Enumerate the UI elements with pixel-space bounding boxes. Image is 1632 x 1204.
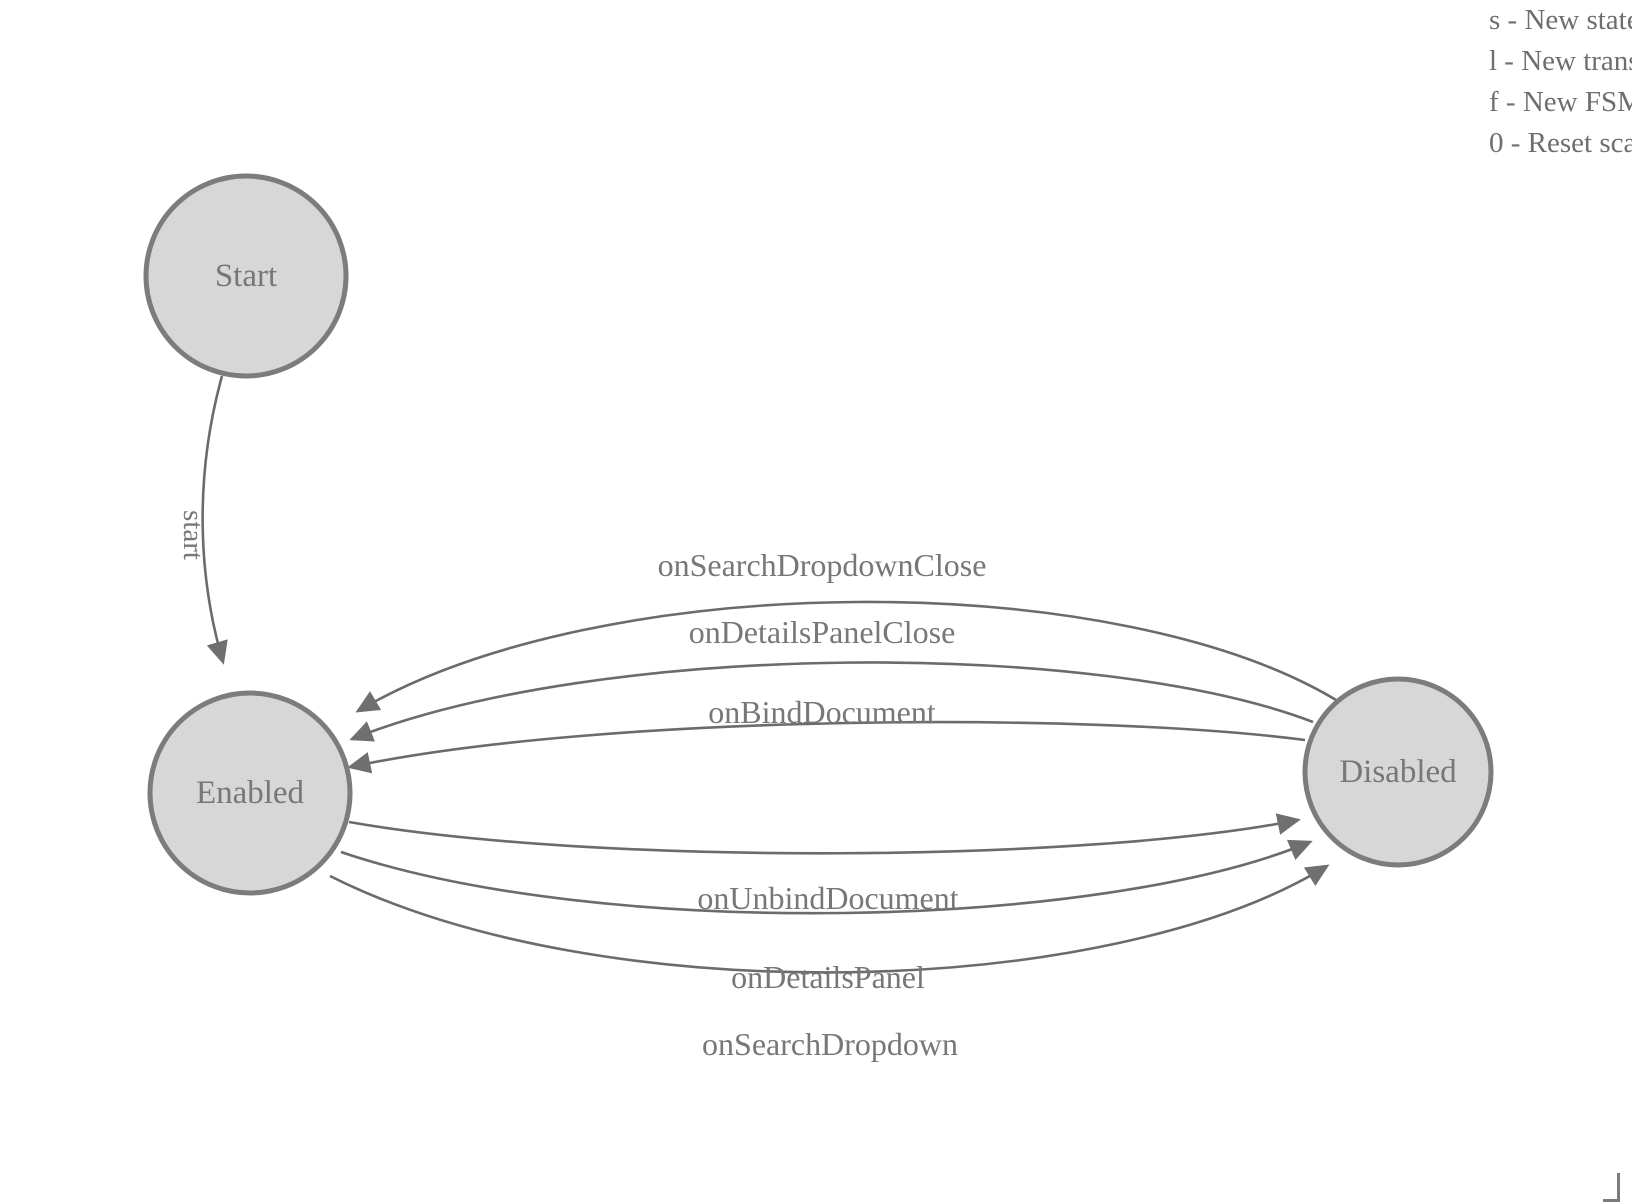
edge-on-details-panel-close[interactable]	[349, 661, 1314, 742]
keyboard-shortcut-legend: s - New state l - New transition f - New…	[1489, 0, 1632, 164]
node-group: Start Enabled Disabled	[143, 173, 1494, 896]
node-start-circle[interactable]	[143, 173, 349, 379]
resize-corner-mark[interactable]	[1603, 1173, 1620, 1202]
edge-label-on-search-dropdown: onSearchDropdown	[702, 1026, 958, 1062]
node-start-label: Start	[215, 258, 277, 294]
edge-on-bind-document[interactable]	[347, 720, 1306, 774]
edge-on-details-panel[interactable]	[340, 839, 1313, 915]
edge-start[interactable]	[201, 375, 228, 665]
edge-label-on-unbind-document: onUnbindDocument	[697, 880, 958, 916]
node-enabled[interactable]: Enabled	[147, 690, 353, 896]
edge-on-unbind-document[interactable]	[348, 813, 1301, 855]
edge-label-on-details-panel-close: onDetailsPanelClose	[689, 614, 956, 650]
legend-item-new-fsm: f - New FSM	[1489, 86, 1632, 118]
edge-label-start: start	[177, 510, 209, 560]
corner-mark-vertical	[1617, 1173, 1620, 1202]
legend-item-new-transition: l - New transition	[1489, 45, 1632, 77]
edge-on-search-dropdown-close[interactable]	[355, 600, 1342, 713]
node-disabled-circle[interactable]	[1302, 676, 1494, 868]
node-enabled-label: Enabled	[196, 775, 305, 811]
node-disabled[interactable]: Disabled	[1302, 676, 1494, 868]
edge-on-search-dropdown[interactable]	[329, 864, 1330, 974]
edge-group	[201, 375, 1342, 974]
edge-label-on-details-panel: onDetailsPanel	[731, 959, 925, 995]
node-disabled-label: Disabled	[1339, 754, 1457, 790]
edge-label-on-bind-document: onBindDocument	[708, 694, 936, 730]
node-enabled-circle[interactable]	[147, 690, 353, 896]
corner-mark-horizontal	[1603, 1199, 1620, 1202]
legend-item-new-state: s - New state	[1489, 4, 1632, 36]
edge-label-group: start onSearchDropdownClose onDetailsPan…	[177, 510, 986, 1062]
edge-label-on-search-dropdown-close: onSearchDropdownClose	[658, 547, 987, 583]
legend-item-reset-scale: 0 - Reset scale	[1489, 127, 1632, 159]
node-start[interactable]: Start	[143, 173, 349, 379]
